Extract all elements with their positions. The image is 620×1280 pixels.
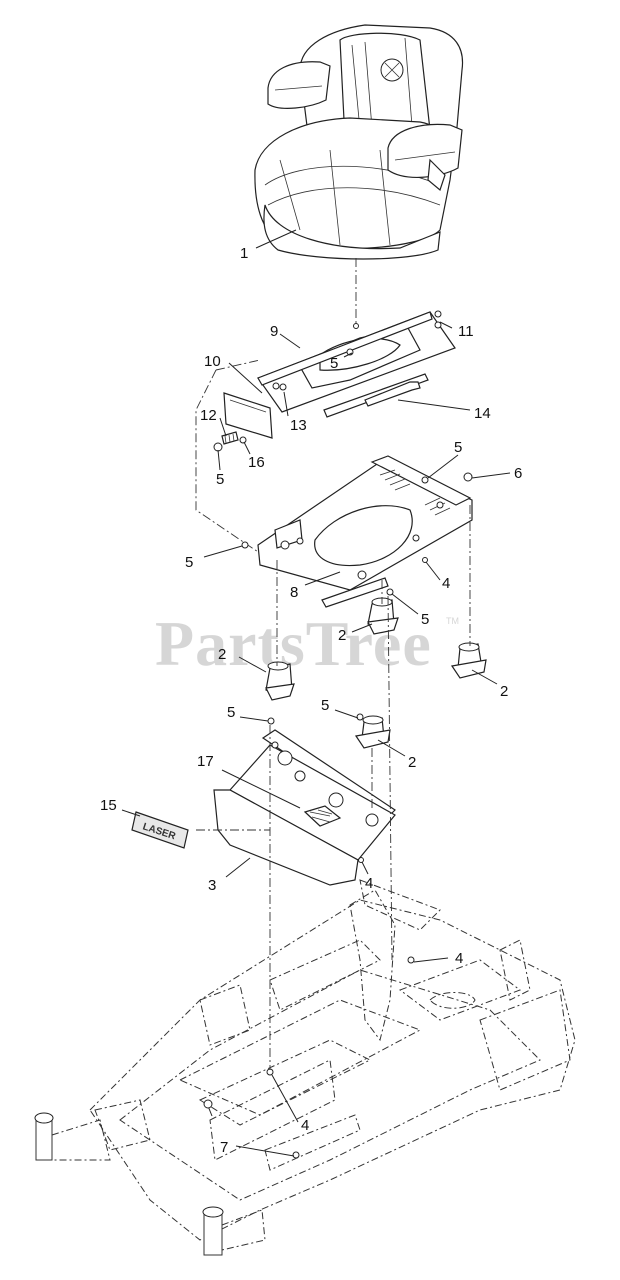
callout-label: 11 bbox=[458, 323, 474, 340]
seat-bracket-part bbox=[223, 392, 273, 439]
callout-label: 5 bbox=[330, 355, 338, 372]
isolator-part bbox=[450, 642, 487, 679]
callout-label: 13 bbox=[290, 417, 307, 434]
watermark-trademark: TM bbox=[446, 616, 459, 626]
callout-label: 10 bbox=[204, 353, 221, 370]
callout-label: 15 bbox=[100, 797, 117, 814]
hardware-dots bbox=[241, 310, 473, 1159]
seat-plate-part bbox=[257, 311, 456, 418]
callout-label: 5 bbox=[421, 611, 429, 628]
decal-part: LASER bbox=[131, 811, 189, 849]
callout-label: 4 bbox=[455, 950, 463, 967]
callout-label: 2 bbox=[218, 646, 226, 663]
isolator-part bbox=[265, 661, 295, 701]
caster-post bbox=[34, 1112, 54, 1161]
bolt-part bbox=[203, 1099, 213, 1109]
alignment-lines bbox=[196, 258, 471, 1070]
callout-label: 5 bbox=[321, 697, 329, 714]
callout-label: 6 bbox=[514, 465, 522, 482]
isolator-part bbox=[367, 597, 399, 635]
callout-label: 12 bbox=[200, 407, 217, 424]
callout-label: 3 bbox=[208, 877, 216, 894]
callout-label: 4 bbox=[301, 1117, 309, 1134]
callout-label: 8 bbox=[290, 584, 298, 601]
callout-label: 5 bbox=[227, 704, 235, 721]
callout-label: 17 bbox=[197, 753, 214, 770]
seat-part bbox=[254, 24, 464, 260]
callout-label: 5 bbox=[216, 471, 224, 488]
callout-label: 2 bbox=[408, 754, 416, 771]
spring-part bbox=[221, 431, 239, 445]
callout-label: 5 bbox=[185, 554, 193, 571]
callout-label: 2 bbox=[500, 683, 508, 700]
callout-label: 1 bbox=[240, 245, 248, 262]
cover-panel-part bbox=[213, 729, 396, 886]
mower-frame bbox=[89, 879, 576, 1241]
caster-post bbox=[202, 1206, 224, 1256]
frame-bracket bbox=[51, 1119, 266, 1251]
callout-label: 16 bbox=[248, 454, 265, 471]
isolator-part bbox=[354, 715, 391, 749]
callout-label: 7 bbox=[220, 1139, 228, 1156]
washer-part bbox=[239, 436, 247, 444]
adjuster-rod-part bbox=[364, 381, 421, 407]
callout-label: 4 bbox=[365, 875, 373, 892]
suspension-plate-part bbox=[257, 455, 473, 608]
callout-label: 14 bbox=[474, 405, 491, 422]
callout-labels: 1 9 11 5 10 13 14 12 16 5 5 6 5 8 4 2 5 … bbox=[100, 245, 522, 1156]
callout-label: 4 bbox=[442, 575, 450, 592]
callout-label: 2 bbox=[338, 627, 346, 644]
nut-part bbox=[213, 442, 223, 452]
callout-label: 9 bbox=[270, 323, 278, 340]
callout-label: 5 bbox=[454, 439, 462, 456]
